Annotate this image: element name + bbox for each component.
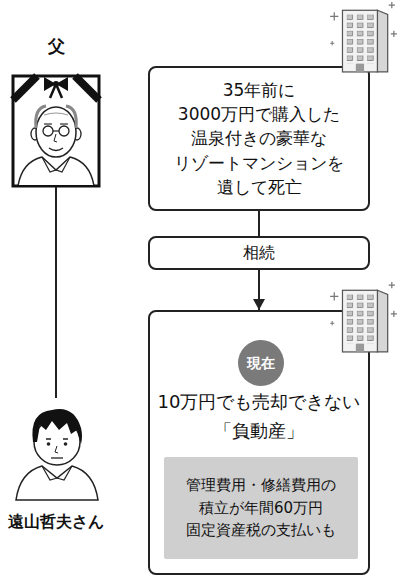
connector-line [258, 211, 260, 236]
badge-circle: 現在 [238, 340, 284, 386]
father-portrait-part [49, 148, 63, 151]
father-portrait-part [50, 84, 62, 98]
arrow-head [253, 299, 265, 310]
father-portrait-part [18, 106, 94, 185]
father-portrait-part [44, 113, 68, 115]
connector-line [55, 187, 57, 398]
son-figure-part [42, 466, 72, 480]
father-portrait-part [36, 106, 77, 128]
box-text: 10万円でも売却できない 「負動産」 [150, 388, 368, 446]
father-portrait-part [42, 157, 70, 172]
father-portrait-part [73, 128, 81, 140]
person-name: 遠山哲夫さん [8, 512, 104, 533]
father-portrait-part [13, 76, 37, 100]
box-text: 35年前に 3000万円で購入した 温泉付きの豪華な リゾートマンションを 遺し… [150, 78, 368, 199]
box-text: 相続 [243, 243, 275, 262]
father-portrait-part [13, 76, 99, 186]
person-figure: 遠山哲夫さん [12, 398, 102, 502]
event-box: 35年前に 3000万円で購入した 温泉付きの豪華な リゾートマンションを 遺し… [148, 66, 370, 211]
son-figure-part [46, 438, 68, 440]
father-portrait-part [59, 126, 69, 136]
son-figure-part [34, 419, 80, 465]
connector [56, 187, 57, 398]
cost-box: 管理費用・修繕費用の 積立が年間60万円 固定資産税の支払いも [164, 457, 358, 559]
portrait-frame: 父 [12, 75, 100, 187]
cost-text: 管理費用・修繕費用の 積立が年間60万円 固定資産税の支払いも [164, 474, 358, 542]
son-figure-part [47, 442, 51, 446]
father-portrait-part [43, 126, 53, 136]
person-label: 父 [12, 35, 100, 58]
badge-text: 現在 [247, 356, 275, 370]
father-portrait-part [54, 134, 57, 142]
son-figure-part [55, 446, 58, 453]
father-portrait-part [53, 130, 59, 131]
connector [259, 211, 260, 236]
father-portrait-part [44, 123, 68, 125]
son-figure-part [16, 466, 98, 500]
inherit-box: 相続 [148, 236, 370, 270]
father-portrait-part [44, 77, 68, 91]
son-figure-part [32, 409, 82, 444]
father-portrait-part [36, 107, 76, 157]
building-icon-part [330, 282, 397, 352]
building-icon [330, 2, 397, 352]
connector [253, 270, 265, 310]
father-portrait-part [31, 128, 39, 140]
father-portrait-part [53, 81, 59, 87]
father-portrait-part [18, 157, 94, 185]
father-portrait-part [75, 76, 99, 100]
father-portrait [13, 76, 99, 186]
status-box: 10万円でも売却できない 「負動産」 現在管理費用・修繕費用の 積立が年間60万円… [148, 310, 370, 575]
son-figure-part [64, 442, 68, 446]
connector-line [258, 270, 260, 310]
son-figure [16, 409, 98, 500]
building-icon-part [330, 2, 397, 72]
son-figure-part [51, 457, 63, 458]
